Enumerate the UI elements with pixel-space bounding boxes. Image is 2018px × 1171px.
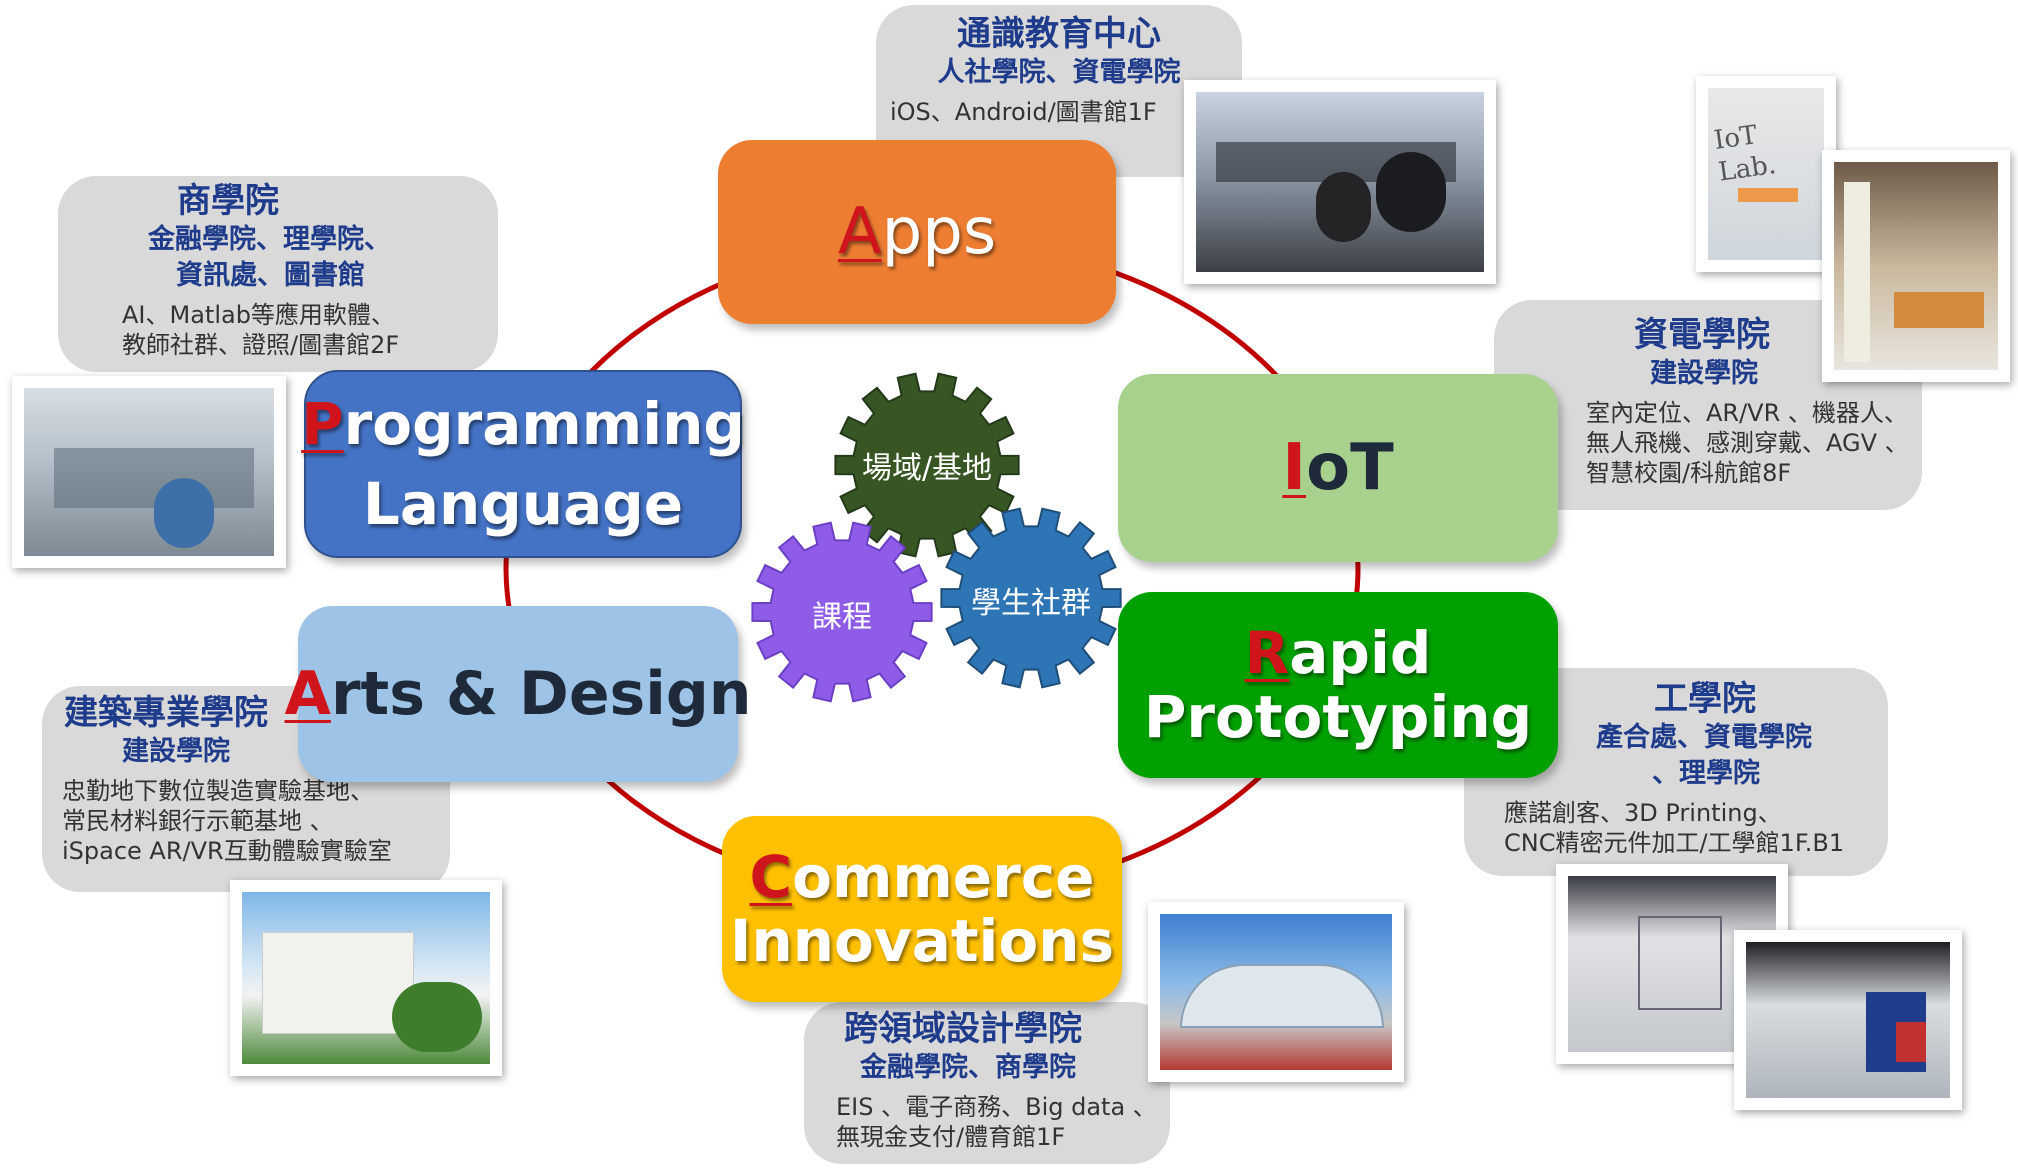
tile-initial: P	[301, 390, 344, 458]
info-detail: EIS 、電子商務、Big data 、	[836, 1093, 1157, 1121]
info-detail: 無現金支付/體育館1F	[836, 1123, 1066, 1151]
gear-icon-course	[751, 521, 933, 703]
tile-label-line2: Prototyping	[1143, 683, 1533, 751]
info-subtitle: 建設學院	[1650, 358, 1758, 389]
photo-makerspace-2	[1734, 930, 1962, 1110]
gear-icon-community	[940, 507, 1122, 689]
tile-initial: C	[749, 843, 793, 911]
gear-label-venue: 場域/基地	[861, 451, 993, 486]
info-subtitle: 產合處、資電學院	[1596, 722, 1812, 753]
tile-rapid-prototyping[interactable]: Rapid Prototyping	[1118, 592, 1558, 778]
info-detail: CNC精密元件加工/工學館1F.B1	[1504, 829, 1845, 857]
info-title: 通識教育中心	[957, 14, 1161, 54]
info-detail: 智慧校園/科航館8F	[1586, 459, 1792, 487]
info-subtitle: 金融學院、商學院	[860, 1052, 1076, 1083]
info-detail: 室內定位、AR/VR 、機器人、	[1586, 399, 1908, 427]
info-subtitle: 建設學院	[122, 736, 230, 767]
tile-label: IoT	[1282, 431, 1394, 505]
photo-iot-lab-sign: IoT Lab.	[1696, 76, 1836, 272]
info-detail: iSpace AR/VR互動體驗實驗室	[62, 837, 392, 865]
photo-building-stadium	[1148, 902, 1404, 1082]
tile-label-line2: Language	[362, 470, 684, 538]
tile-arts-design[interactable]: Arts & Design	[285, 606, 751, 782]
info-title: 商學院	[177, 181, 279, 221]
gear-label-community: 學生社群	[971, 586, 1091, 621]
tile-label-line2: Innovations	[729, 907, 1115, 975]
info-detail: 無人飛機、感測穿戴、AGV 、	[1586, 429, 1909, 457]
photo-classroom	[12, 376, 286, 568]
info-detail: 應諾創客、3D Printing、	[1504, 799, 1782, 827]
tile-commerce-innovations[interactable]: Commerce Innovations	[722, 816, 1122, 1002]
tile-apps[interactable]: Apps	[718, 140, 1116, 324]
info-title: 跨領域設計學院	[844, 1009, 1082, 1049]
info-programming: 商學院 金融學院、理學院、 資訊處、圖書館 AI、Matlab等應用軟體、 教師…	[58, 176, 498, 372]
tile-label-line1: Commerce	[749, 843, 1095, 911]
info-subtitle: 、理學院	[1652, 758, 1760, 789]
photo-iot-lab-hall	[1822, 150, 2010, 382]
tile-label: Apps	[838, 195, 996, 269]
info-title: 資電學院	[1634, 315, 1770, 355]
info-subtitle: 人社學院、資電學院	[937, 57, 1181, 88]
tile-initial: A	[837, 195, 882, 269]
tile-label: Arts & Design	[284, 659, 752, 729]
info-detail: 常民材料銀行示範基地 、	[62, 807, 334, 835]
photo-computer-lab	[1184, 80, 1496, 284]
tile-label-line1: Rapid	[1244, 619, 1432, 687]
tile-programming-language[interactable]: Programming Language	[301, 370, 745, 558]
info-rapid: 工學院 產合處、資電學院 、理學院 應諾創客、3D Printing、 CNC精…	[1464, 668, 1888, 876]
info-commerce: 跨領域設計學院 金融學院、商學院 EIS 、電子商務、Big data 、 無現…	[804, 1002, 1170, 1164]
info-title: 建築專業學院	[64, 693, 268, 733]
tile-label-line1: Programming	[301, 390, 745, 458]
info-title: 工學院	[1654, 679, 1756, 719]
info-subtitle: 金融學院、理學院、	[148, 224, 391, 255]
info-detail: 教師社群、證照/圖書館2F	[122, 331, 400, 359]
gear-body	[751, 521, 933, 703]
tile-initial: R	[1244, 619, 1290, 687]
gear-label-course: 課程	[812, 600, 872, 635]
info-detail: 忠勤地下數位製造實驗基地、	[62, 777, 374, 805]
tile-initial: I	[1282, 431, 1307, 505]
tile-initial: A	[284, 659, 331, 729]
tile-iot[interactable]: IoT	[1118, 374, 1558, 562]
info-subtitle: 資訊處、圖書館	[176, 260, 365, 291]
tile-label-rest: pps	[881, 195, 997, 269]
gear-body	[940, 507, 1122, 689]
info-detail: AI、Matlab等應用軟體、	[122, 301, 395, 329]
photo-building-arch	[230, 880, 502, 1076]
info-detail: iOS、Android/圖書館1F	[890, 98, 1157, 126]
